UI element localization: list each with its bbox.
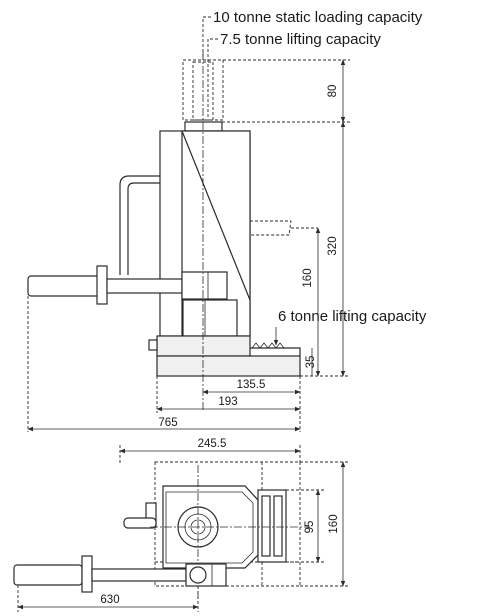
dim-toe-width: 95 [304,521,316,534]
lever-arm-top [91,568,187,582]
static-capacity-leader [202,16,211,60]
lift-capacity-high-leader [207,38,218,118]
lever-collar-top [81,555,93,593]
body-diagonal [181,130,251,301]
lower-column [182,299,238,337]
pump-pivot-circle [189,566,207,584]
handle-tube-top [123,517,157,529]
dim-handle-reach: 630 [100,594,119,606]
lever-arm [106,278,183,294]
lift-capacity-low-callout: 6 tonne lifting capacity [278,308,427,325]
toe-slot-right [273,495,283,557]
dim-overall-width: 245.5 [198,438,227,450]
claw-upper-outline [250,220,292,236]
handle-tube [119,175,160,275]
base-plate [156,355,301,377]
dim-body-to-toe: 193 [218,396,237,408]
dim-ram-to-toe: 135.5 [237,379,266,391]
release-valve [148,339,158,351]
side-view: 10 tonne static loading capacity 7.5 ton… [27,9,427,432]
dim-total-height: 320 [327,236,339,255]
toe-serration [251,342,285,349]
lever-shaft [27,275,101,297]
handle-tube-inner [127,182,160,275]
top-body-inner [165,491,254,564]
ram-cap [184,121,223,132]
pump-housing [181,271,228,300]
toe-slot-left [261,495,271,557]
top-view: 245.5 95 [13,438,350,612]
static-capacity-callout: 10 tonne static loading capacity [213,9,423,26]
dim-overall-length: 765 [158,417,177,429]
lever-collar [96,265,108,305]
ram-inner-ring [190,519,206,535]
toe-step [250,347,301,356]
dim-base-depth: 160 [328,514,340,533]
lift-capacity-high-callout: 7.5 tonne lifting capacity [220,31,381,48]
jack-base [156,335,251,357]
dim-claw-height: 160 [302,268,314,287]
dim-extension: 80 [327,85,339,98]
dim-toe-height: 35 [305,356,317,369]
lever-shaft-top [13,564,83,586]
